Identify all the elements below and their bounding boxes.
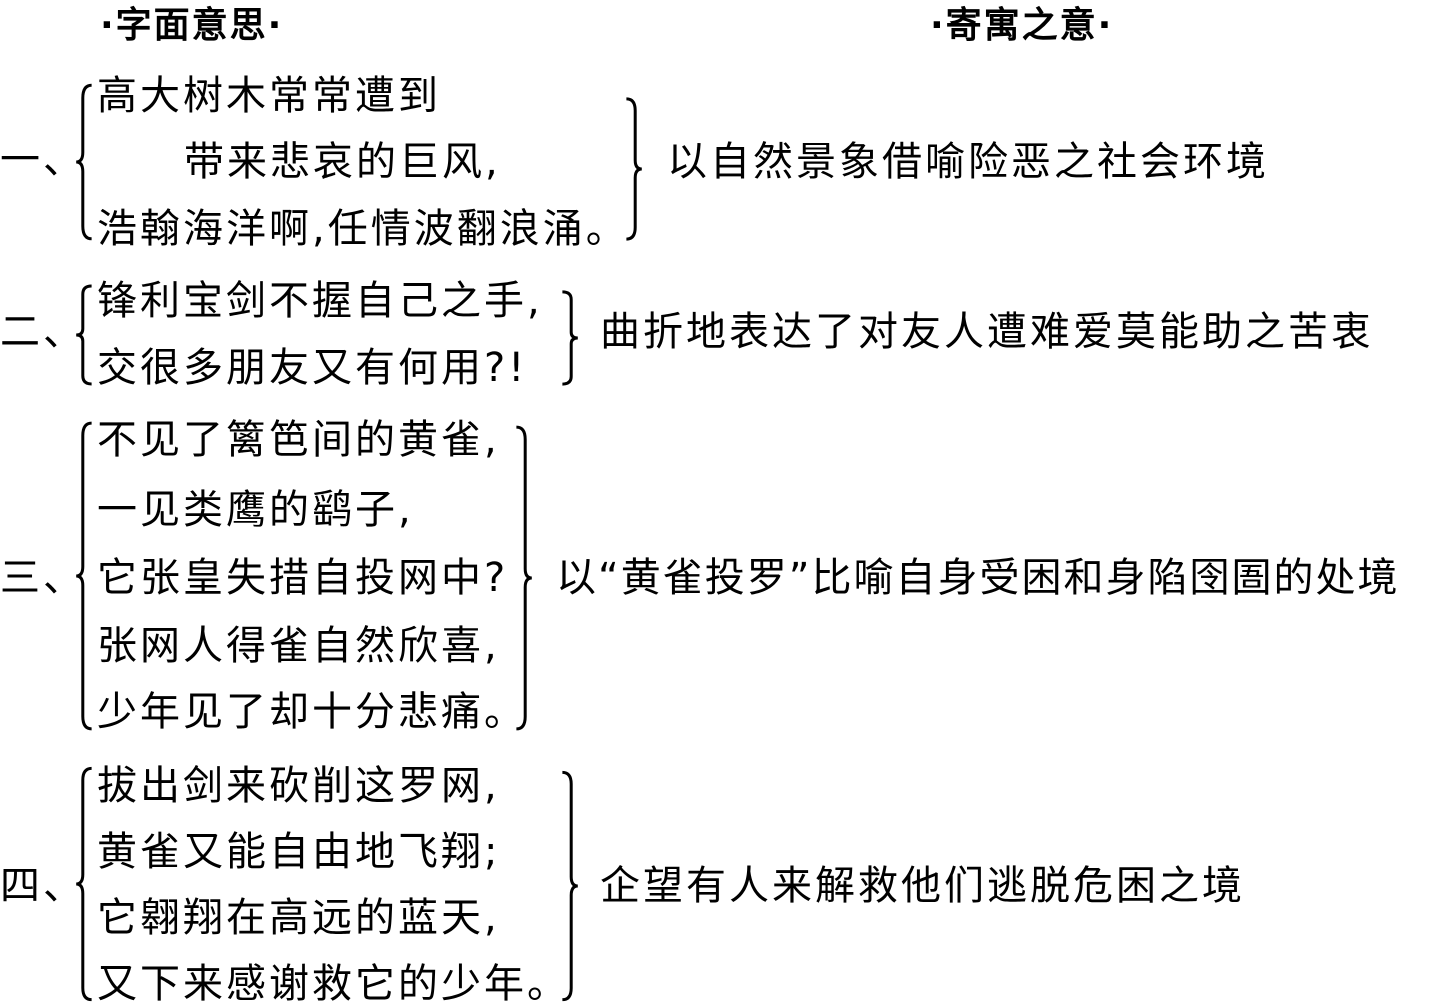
group-label: 二、 bbox=[0, 309, 86, 355]
header-literal-meaning: ·字面意思· bbox=[100, 5, 284, 46]
poem-line: 不见了篱笆间的黄雀, bbox=[97, 417, 500, 463]
implied-meaning: 以自然景象借喻险恶之社会环境 bbox=[667, 139, 1269, 185]
right-brace-icon bbox=[558, 770, 580, 1002]
poem-line: 交很多朋友又有何用?! bbox=[97, 345, 528, 391]
poem-line: 拔出剑来砍削这罗网, bbox=[97, 763, 500, 809]
group-label: 一、 bbox=[0, 137, 86, 183]
left-brace-icon bbox=[74, 82, 96, 242]
poem-line: 高大树木常常遭到 bbox=[97, 73, 441, 119]
poem-line: 黄雀又能自由地飞翔; bbox=[97, 829, 501, 875]
poem-line: 张网人得雀自然欣喜, bbox=[97, 623, 500, 669]
implied-meaning: 以“黄雀投罗”比喻自身受困和身陷囹圄的处境 bbox=[556, 555, 1400, 601]
left-brace-icon bbox=[74, 766, 96, 1002]
implied-meaning: 曲折地表达了对友人遭难爱莫能助之苦衷 bbox=[600, 309, 1374, 355]
poem-line: 浩翰海洋啊,任情波翻浪涌。 bbox=[97, 206, 629, 252]
poem-line: 它翱翔在高远的蓝天, bbox=[97, 895, 500, 941]
group-label: 四、 bbox=[0, 863, 86, 909]
poem-line: 锋利宝剑不握自己之手, bbox=[97, 278, 543, 324]
poem-line: 带来悲哀的巨风, bbox=[184, 139, 501, 185]
right-brace-icon bbox=[558, 290, 580, 386]
header-implied-meaning: ·寄寓之意· bbox=[930, 5, 1114, 46]
left-brace-icon bbox=[74, 420, 96, 732]
right-brace-icon bbox=[622, 96, 644, 242]
implied-meaning: 企望有人来解救他们逃脱危困之境 bbox=[600, 863, 1245, 909]
group-label: 三、 bbox=[0, 555, 86, 601]
poem-line: 一见类鹰的鹞子, bbox=[97, 487, 414, 533]
poem-line: 少年见了却十分悲痛。 bbox=[97, 689, 527, 735]
left-brace-icon bbox=[74, 284, 96, 386]
poem-line: 又下来感谢救它的少年。 bbox=[97, 961, 570, 1007]
right-brace-icon bbox=[512, 424, 534, 732]
poem-line: 它张皇失措自投网中? bbox=[97, 555, 509, 601]
